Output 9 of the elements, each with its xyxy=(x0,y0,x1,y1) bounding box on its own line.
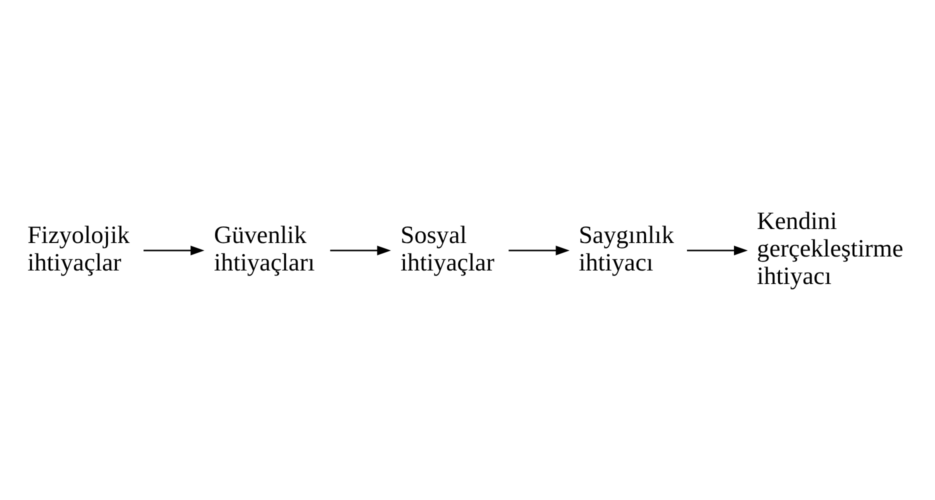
node-text: Sosyal ihtiyaçlar xyxy=(400,221,494,276)
arrow xyxy=(330,245,391,255)
arrow xyxy=(508,245,570,255)
arrow xyxy=(144,245,204,255)
node-text: Saygınlık ihtiyacı xyxy=(578,221,674,276)
node-text: Güvenlik ihtiyaçları xyxy=(214,221,315,276)
node-text: Fizyolojik ihtiyaçlar xyxy=(27,221,130,276)
node-text: Kendini gerçekleştirme ihtiyacı xyxy=(756,207,904,290)
arrow xyxy=(687,245,748,255)
